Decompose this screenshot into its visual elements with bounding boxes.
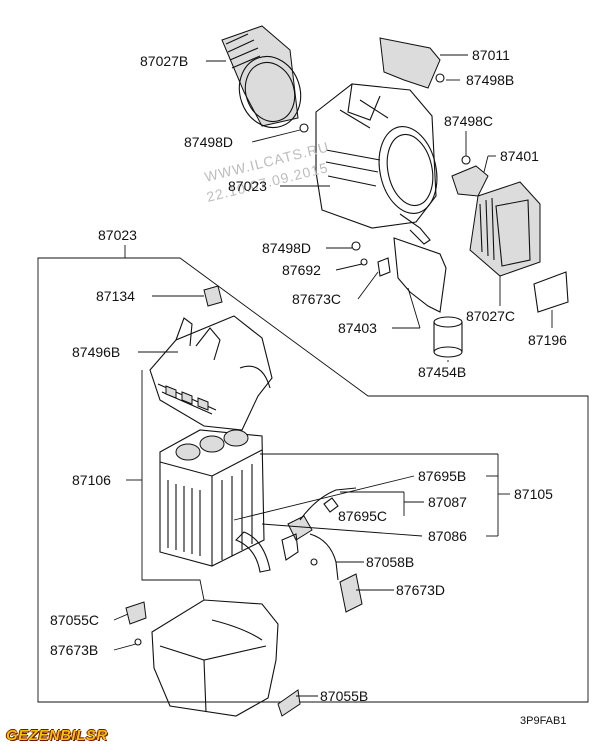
label-87023-top: 87023 xyxy=(228,178,267,194)
label-87023-frame: 87023 xyxy=(98,227,137,243)
label-87058b: 87058B xyxy=(366,554,414,570)
duct-87403-shape xyxy=(393,237,447,313)
clip-87673c-shape xyxy=(377,257,391,277)
screw-87498d-top-shape xyxy=(299,123,309,133)
label-87695c: 87695C xyxy=(338,508,387,524)
bracket-87011-shape xyxy=(379,37,441,89)
site-logo: GEZENBILSR xyxy=(2,724,107,750)
assembly-frame xyxy=(37,257,589,703)
label-87011: 87011 xyxy=(472,47,510,63)
diagram-code: 3P9FAB1 xyxy=(520,715,566,727)
label-87498b: 87498B xyxy=(466,72,514,88)
logo-text: GEZENBILSR xyxy=(6,727,108,744)
clip-87692-shape xyxy=(360,258,368,266)
clip-87673b-shape xyxy=(134,638,142,646)
label-87673d: 87673D xyxy=(396,582,445,598)
clip-87055c-shape xyxy=(125,601,147,625)
label-87496b: 87496B xyxy=(72,344,120,360)
lower-case-shape xyxy=(151,599,279,717)
clip-87673d-shape xyxy=(339,573,363,613)
label-87105: 87105 xyxy=(514,486,553,502)
screw-87498d-mid-shape xyxy=(351,241,361,251)
label-87498d-mid: 87498D xyxy=(262,240,311,256)
label-87055b: 87055B xyxy=(320,688,368,704)
label-87196: 87196 xyxy=(528,332,567,348)
label-87403: 87403 xyxy=(338,320,377,336)
label-87673c: 87673C xyxy=(292,291,341,307)
label-87086: 87086 xyxy=(428,528,467,544)
leader-lines xyxy=(113,54,553,697)
label-87055c: 87055C xyxy=(50,612,99,628)
blower-case-shape xyxy=(315,83,438,245)
label-87401: 87401 xyxy=(500,148,539,164)
label-87106: 87106 xyxy=(72,472,111,488)
bracket-87401-shape xyxy=(451,165,489,197)
evaporator-87106-shape xyxy=(159,429,271,573)
label-87087: 87087 xyxy=(428,494,467,510)
filter-87196-shape xyxy=(533,271,569,313)
screw-87498c-shape xyxy=(461,155,471,165)
label-87695b: 87695B xyxy=(418,468,466,484)
label-87498c: 87498C xyxy=(444,113,493,129)
label-87498d-top: 87498D xyxy=(184,134,233,150)
label-87027b: 87027B xyxy=(140,53,188,69)
duct-87027b-shape xyxy=(221,25,302,129)
clip-87055b-shape xyxy=(277,689,301,717)
label-87134: 87134 xyxy=(96,288,135,304)
sensor-87134-shape xyxy=(203,285,223,307)
expansion-valve-shape xyxy=(281,487,357,581)
label-87454b: 87454B xyxy=(418,364,466,380)
tube-87454b-shape xyxy=(433,316,463,358)
upper-case-87496b-shape xyxy=(149,315,273,431)
label-87692: 87692 xyxy=(282,262,321,278)
label-87673b: 87673B xyxy=(50,642,98,658)
duct-87027c-shape xyxy=(469,181,541,277)
screw-87498b-shape xyxy=(435,73,445,83)
label-87027c: 87027C xyxy=(466,308,515,324)
